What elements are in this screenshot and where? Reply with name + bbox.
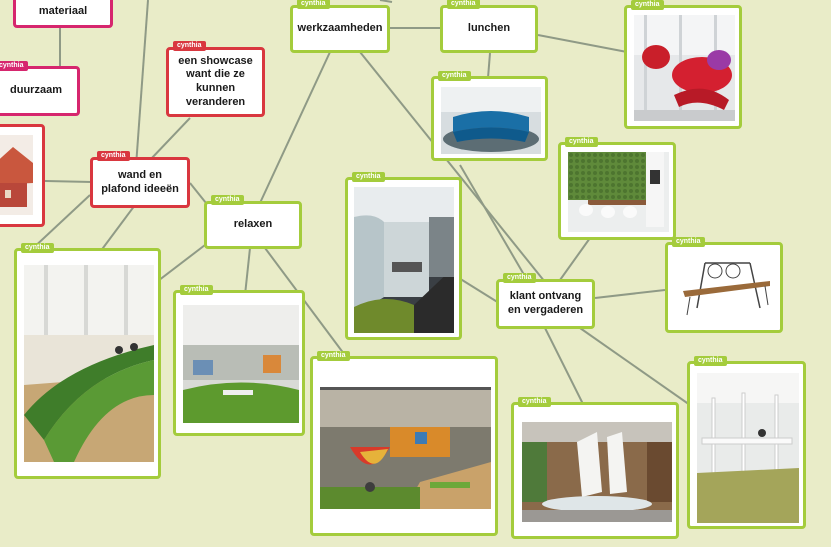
topic-werkzaamheden[interactable]: cynthia werkzaamheden bbox=[290, 0, 390, 53]
image-card-blue-sofa[interactable]: cynthia bbox=[431, 71, 548, 161]
topic-relaxen[interactable]: cynthia relaxen bbox=[204, 195, 302, 249]
red-lounge-chairs-photo bbox=[634, 15, 735, 121]
author-tag: cynthia bbox=[352, 172, 385, 182]
author-tag: cynthia bbox=[672, 237, 705, 247]
hammock-office-photo bbox=[320, 387, 491, 509]
topic-label: lunchen bbox=[467, 22, 511, 35]
topic-materiaal[interactable]: materiaal bbox=[13, 0, 113, 28]
author-tag: cynthia bbox=[447, 0, 480, 9]
topic-label: materiaal bbox=[38, 5, 88, 18]
topic-showcase[interactable]: cynthia een showcase want die ze kunnen … bbox=[166, 41, 265, 117]
author-tag: cynthia bbox=[97, 151, 130, 161]
topic-label: een showcase want die ze kunnen verander… bbox=[178, 54, 253, 108]
topic-label: relaxen bbox=[233, 218, 273, 231]
image-card-red-chairs[interactable]: cynthia bbox=[624, 0, 742, 129]
swing-table-photo bbox=[675, 253, 776, 325]
blue-curved-sofa-photo bbox=[441, 87, 541, 154]
author-tag: cynthia bbox=[211, 195, 244, 205]
image-card-white-meeting[interactable]: cynthia bbox=[511, 397, 679, 539]
green-wall-meeting-photo bbox=[568, 152, 669, 232]
topic-label: werkzaamheden bbox=[297, 22, 383, 35]
image-card-swing-table[interactable]: cynthia bbox=[665, 237, 783, 333]
image-card-hammock[interactable]: cynthia bbox=[310, 351, 498, 536]
author-tag: cynthia bbox=[694, 356, 727, 366]
author-tag: cynthia bbox=[438, 71, 471, 81]
topic-lunchen[interactable]: cynthia lunchen bbox=[440, 0, 538, 53]
image-card-white-frame[interactable]: cynthia bbox=[687, 356, 806, 529]
topic-label: klant ontvang en vergaderen bbox=[507, 290, 584, 316]
author-tag: cynthia bbox=[565, 137, 598, 147]
author-tag: cynthia bbox=[173, 41, 206, 51]
author-tag: cynthia bbox=[180, 285, 213, 295]
author-tag: cynthia bbox=[631, 0, 664, 10]
white-meeting-room-photo bbox=[522, 422, 672, 522]
topic-label: duurzaam bbox=[10, 84, 62, 97]
image-card-glass-room[interactable]: cynthia bbox=[345, 172, 462, 340]
topic-label: wand en plafond ideeën bbox=[101, 168, 179, 195]
image-card-green-wall[interactable]: cynthia bbox=[558, 137, 676, 240]
house-miniature-photo bbox=[0, 135, 33, 215]
author-tag: cynthia bbox=[21, 243, 54, 253]
white-frame-meeting-photo bbox=[697, 373, 799, 523]
grass-lounge-office-photo bbox=[183, 305, 299, 423]
topic-duurzaam[interactable]: cynthia duurzaam bbox=[0, 61, 80, 116]
author-tag: cynthia bbox=[297, 0, 330, 9]
topic-klant-vergaderen[interactable]: cynthia klant ontvang en vergaderen bbox=[496, 273, 595, 329]
author-tag: cynthia bbox=[317, 351, 350, 361]
author-tag: cynthia bbox=[518, 397, 551, 407]
glass-meeting-room-photo bbox=[354, 187, 454, 333]
topic-wand-plafond[interactable]: cynthia wand en plafond ideeën bbox=[90, 151, 190, 208]
author-tag: cynthia bbox=[503, 273, 536, 283]
image-card-grass-lounge[interactable]: cynthia bbox=[173, 285, 305, 436]
grass-hill-office-photo bbox=[24, 265, 154, 462]
author-tag: cynthia bbox=[0, 61, 28, 71]
image-card-grass-hill[interactable]: cynthia bbox=[14, 243, 161, 479]
image-card-house[interactable] bbox=[0, 124, 45, 227]
